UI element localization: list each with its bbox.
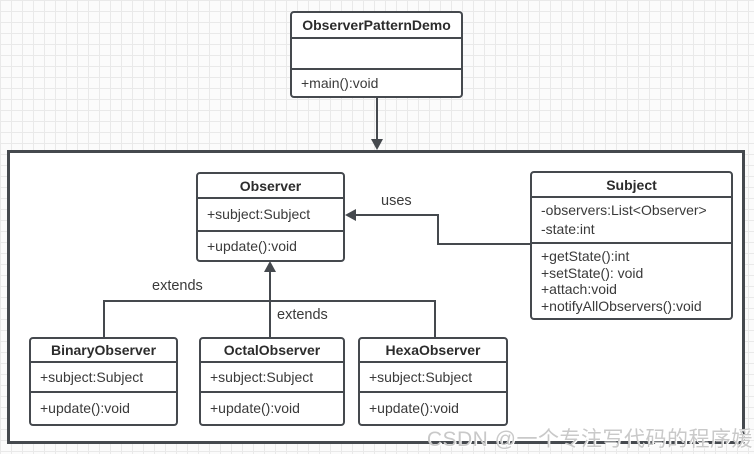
method: +update():void [369, 400, 459, 416]
class-box-subject: Subject -observers:List<Observer> -state… [530, 171, 733, 320]
class-attributes: +subject:Subject [360, 363, 506, 393]
class-title: OctalObserver [201, 339, 343, 363]
class-title: ObserverPatternDemo [292, 13, 461, 39]
class-box-binary-observer: BinaryObserver +subject:Subject +update(… [29, 337, 178, 426]
attribute: +subject:Subject [40, 368, 144, 385]
extends-label-left: extends [152, 278, 203, 294]
method: +update():void [207, 237, 297, 254]
class-name: Observer [239, 177, 302, 194]
class-title: HexaObserver [360, 339, 506, 363]
uses-label: uses [381, 193, 412, 209]
attribute: -state:int [541, 221, 595, 237]
method: +update():void [40, 400, 130, 416]
class-title: Subject [532, 173, 731, 198]
class-methods: +update():void [198, 232, 343, 260]
class-box-hexa-observer: HexaObserver +subject:Subject +update():… [358, 337, 508, 426]
class-attributes: -observers:List<Observer> -state:int [532, 198, 731, 244]
uses-line-vertical [437, 214, 439, 245]
class-title: Observer [198, 174, 343, 199]
extends-line-horizontal [103, 300, 436, 302]
uses-arrowhead-left-icon [345, 209, 356, 221]
attribute: +subject:Subject [210, 368, 314, 385]
method: +setState(): void [541, 264, 644, 281]
method: +update():void [210, 400, 300, 416]
class-attributes-empty [292, 39, 461, 70]
class-attributes: +subject:Subject [201, 363, 343, 393]
attribute: -observers:List<Observer> [541, 202, 707, 218]
class-attributes: +subject:Subject [198, 199, 343, 232]
class-box-observer: Observer +subject:Subject +update():void [196, 172, 345, 262]
class-methods: +main():void [292, 70, 461, 96]
method: +notifyAllObservers():void [541, 297, 702, 314]
class-name: Subject [606, 176, 657, 193]
class-box-observer-pattern-demo: ObserverPatternDemo +main():void [290, 11, 463, 98]
class-methods: +getState():int +setState(): void +attac… [532, 244, 731, 318]
method: +attach:void [541, 281, 617, 297]
attribute: +subject:Subject [207, 206, 311, 222]
attribute: +subject:Subject [369, 368, 473, 385]
extends-label-right: extends [277, 307, 328, 323]
class-name: OctalObserver [223, 342, 321, 358]
uses-line-horizontal-high [354, 214, 439, 216]
extends-line-vertical-right [434, 300, 436, 337]
class-methods: +update():void [201, 393, 343, 424]
class-name: BinaryObserver [50, 342, 157, 358]
uses-line-horizontal-low [437, 243, 530, 245]
class-box-octal-observer: OctalObserver +subject:Subject +update()… [199, 337, 345, 426]
class-title: BinaryObserver [31, 339, 176, 363]
class-name: ObserverPatternDemo [302, 17, 451, 33]
extends-arrowhead-up-icon [264, 261, 276, 272]
csdn-watermark: CSDN @一个专注写代码的程序媛 [426, 428, 753, 451]
demo-arrowhead-down-icon [371, 139, 383, 150]
extends-line-vertical-center [269, 270, 271, 337]
method: +getState():int [541, 248, 630, 264]
demo-arrow-line [376, 98, 378, 139]
class-attributes: +subject:Subject [31, 363, 176, 393]
class-methods: +update():void [360, 393, 506, 424]
class-name: HexaObserver [385, 342, 481, 358]
extends-line-vertical-left [103, 300, 105, 337]
method: +main():void [301, 74, 379, 91]
class-methods: +update():void [31, 393, 176, 424]
